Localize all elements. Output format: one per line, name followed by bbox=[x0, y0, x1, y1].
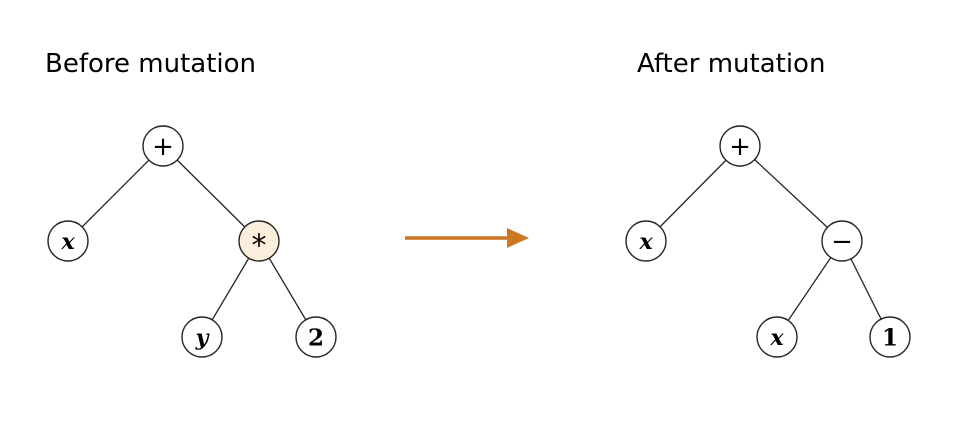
node-label: − bbox=[831, 227, 853, 257]
tree-node-x[interactable]: x bbox=[47, 220, 89, 262]
tree-node-two[interactable]: 2 bbox=[295, 316, 337, 358]
node-circle bbox=[47, 220, 89, 262]
arrow-head bbox=[507, 228, 529, 248]
tree-node-multiply-highlighted[interactable]: * bbox=[238, 220, 280, 264]
node-circle bbox=[719, 125, 761, 167]
mutation-arrow bbox=[405, 228, 529, 248]
node-label: x bbox=[769, 325, 784, 351]
node-label: x bbox=[638, 229, 653, 255]
tree-node-y[interactable]: y bbox=[181, 316, 223, 358]
node-label: + bbox=[729, 132, 751, 162]
tree-node-plus[interactable]: + bbox=[719, 125, 761, 167]
tree-node-x-leaf[interactable]: x bbox=[756, 316, 798, 358]
node-circle bbox=[625, 220, 667, 262]
panel-after: After mutation + x − x 1 bbox=[625, 49, 911, 358]
tree-node-plus[interactable]: + bbox=[142, 125, 184, 167]
panel-title-before: Before mutation bbox=[45, 49, 256, 79]
node-circle bbox=[756, 316, 798, 358]
edge-root-to-x bbox=[645, 145, 741, 242]
panel-title-after: After mutation bbox=[637, 49, 825, 79]
node-label: 1 bbox=[882, 325, 898, 352]
edge-root-to-mul bbox=[162, 145, 260, 242]
node-label: * bbox=[252, 229, 267, 264]
node-circle bbox=[181, 316, 223, 358]
edge-root-to-x bbox=[67, 145, 164, 242]
node-circle-highlighted bbox=[238, 220, 280, 262]
tree-node-minus[interactable]: − bbox=[821, 220, 863, 262]
tree-node-x[interactable]: x bbox=[625, 220, 667, 262]
edge-root-to-sub bbox=[739, 145, 843, 242]
tree-node-one[interactable]: 1 bbox=[869, 316, 911, 358]
node-label: y bbox=[195, 325, 211, 351]
node-circle bbox=[821, 220, 863, 262]
node-circle bbox=[295, 316, 337, 358]
node-circle bbox=[142, 125, 184, 167]
node-circle bbox=[869, 316, 911, 358]
node-label: + bbox=[152, 132, 174, 162]
panel-before: Before mutation + x * y 2 bbox=[45, 49, 337, 358]
node-label: 2 bbox=[308, 325, 324, 352]
node-label: x bbox=[60, 229, 75, 255]
